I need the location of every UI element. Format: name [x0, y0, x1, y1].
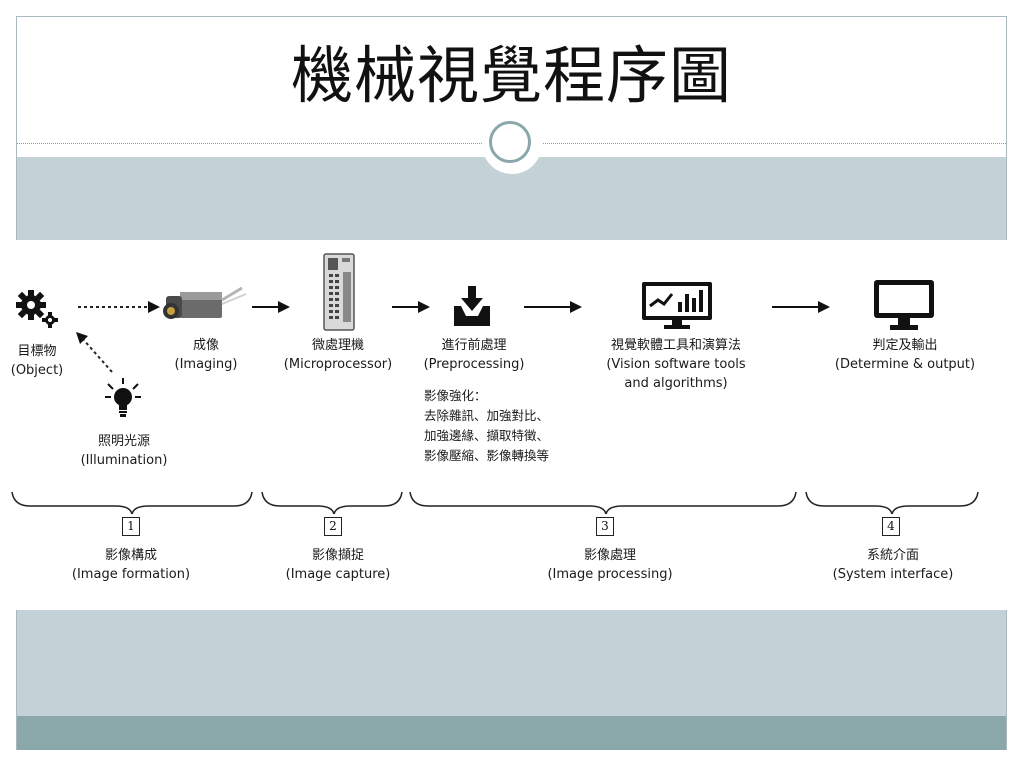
object-label-zh: 目標物	[17, 344, 57, 359]
arrow-preprocessing-to-vision	[524, 301, 582, 313]
preprocessing-label-en: (Preprocessing)	[423, 357, 525, 372]
stage-1-label: 影像構成 (Image formation)	[56, 546, 206, 584]
vision-software-label-en-2: and algorithms)	[624, 376, 728, 391]
stage-1-label-zh: 影像構成	[104, 548, 157, 563]
analytics-monitor-icon	[642, 282, 712, 329]
decorative-band-bottom	[17, 610, 1006, 716]
object-label-en: (Object)	[10, 363, 64, 378]
title-ornament-ring	[489, 121, 531, 163]
microprocessor-label-zh: 微處理機	[311, 338, 364, 353]
microprocessor-icon	[323, 253, 355, 331]
stage-3-label-en: (Image processing)	[547, 567, 673, 582]
stage-4-number: 4	[882, 517, 900, 536]
microprocessor-label: 微處理機 (Microprocessor)	[278, 336, 398, 374]
dotted-arrow-object-to-camera	[78, 301, 160, 313]
microprocessor-label-en: (Microprocessor)	[283, 357, 393, 372]
stage-3-label: 影像處理 (Image processing)	[530, 546, 690, 584]
lightbulb-icon	[105, 378, 141, 417]
stage-2-number: 2	[324, 517, 342, 536]
stage-braces	[11, 491, 979, 515]
machine-vision-diagram: 目標物 (Object) 成像 (Imaging)	[0, 240, 1024, 610]
preprocessing-note-2: 去除雜訊、加強對比、	[424, 408, 550, 423]
arrow-camera-to-microprocessor	[252, 301, 290, 313]
tray-download-icon	[454, 286, 490, 326]
imaging-label-en: (Imaging)	[174, 357, 238, 372]
stage-3-label-zh: 影像處理	[583, 548, 636, 563]
illumination-label-zh: 照明光源	[97, 434, 150, 449]
preprocessing-note-4: 影像壓縮、影像轉換等	[424, 448, 550, 463]
stage-1-number: 1	[122, 517, 140, 536]
imaging-label-zh: 成像	[192, 338, 219, 353]
preprocessing-note-1: 影像強化：	[424, 388, 487, 403]
stage-2-label-en: (Image capture)	[285, 567, 391, 582]
output-label-en: (Determine & output)	[834, 357, 976, 372]
stage-1-label-en: (Image formation)	[71, 567, 191, 582]
preprocessing-note-3: 加強邊緣、擷取特徵、	[424, 428, 550, 443]
preprocessing-label: 進行前處理 (Preprocessing)	[416, 336, 532, 374]
stage-3-number: 3	[596, 517, 614, 536]
illumination-label: 照明光源 (Illumination)	[72, 432, 176, 470]
gears-icon	[16, 290, 58, 328]
dotted-arrow-light-to-object	[76, 332, 113, 373]
stage-4-label: 系統介面 (System interface)	[818, 546, 968, 584]
stage-4-label-zh: 系統介面	[866, 548, 919, 563]
vision-software-label-zh: 視覺軟體工具和演算法	[610, 338, 741, 353]
stage-2-label-zh: 影像擷捉	[311, 548, 364, 563]
monitor-icon	[874, 280, 934, 330]
imaging-label: 成像 (Imaging)	[166, 336, 246, 374]
decorative-band-footer	[17, 716, 1006, 750]
arrow-microprocessor-to-preprocessing	[392, 301, 430, 313]
vision-software-label-en-1: (Vision software tools	[606, 357, 746, 372]
preprocessing-notes: 影像強化： 去除雜訊、加強對比、 加強邊緣、擷取特徵、 影像壓縮、影像轉換等	[424, 386, 549, 466]
illumination-label-en: (Illumination)	[80, 453, 168, 468]
arrow-vision-to-output	[772, 301, 830, 313]
object-label: 目標物 (Object)	[0, 342, 74, 380]
slide-title: 機械視覺程序圖	[290, 39, 732, 112]
stage-4-label-en: (System interface)	[832, 567, 954, 582]
output-label: 判定及輸出 (Determine & output)	[830, 336, 980, 374]
camera-icon	[163, 286, 247, 319]
stage-2-label: 影像擷捉 (Image capture)	[270, 546, 406, 584]
preprocessing-label-zh: 進行前處理	[441, 338, 507, 353]
output-label-zh: 判定及輸出	[872, 338, 938, 353]
vision-software-label: 視覺軟體工具和演算法 (Vision software tools and al…	[588, 336, 764, 393]
